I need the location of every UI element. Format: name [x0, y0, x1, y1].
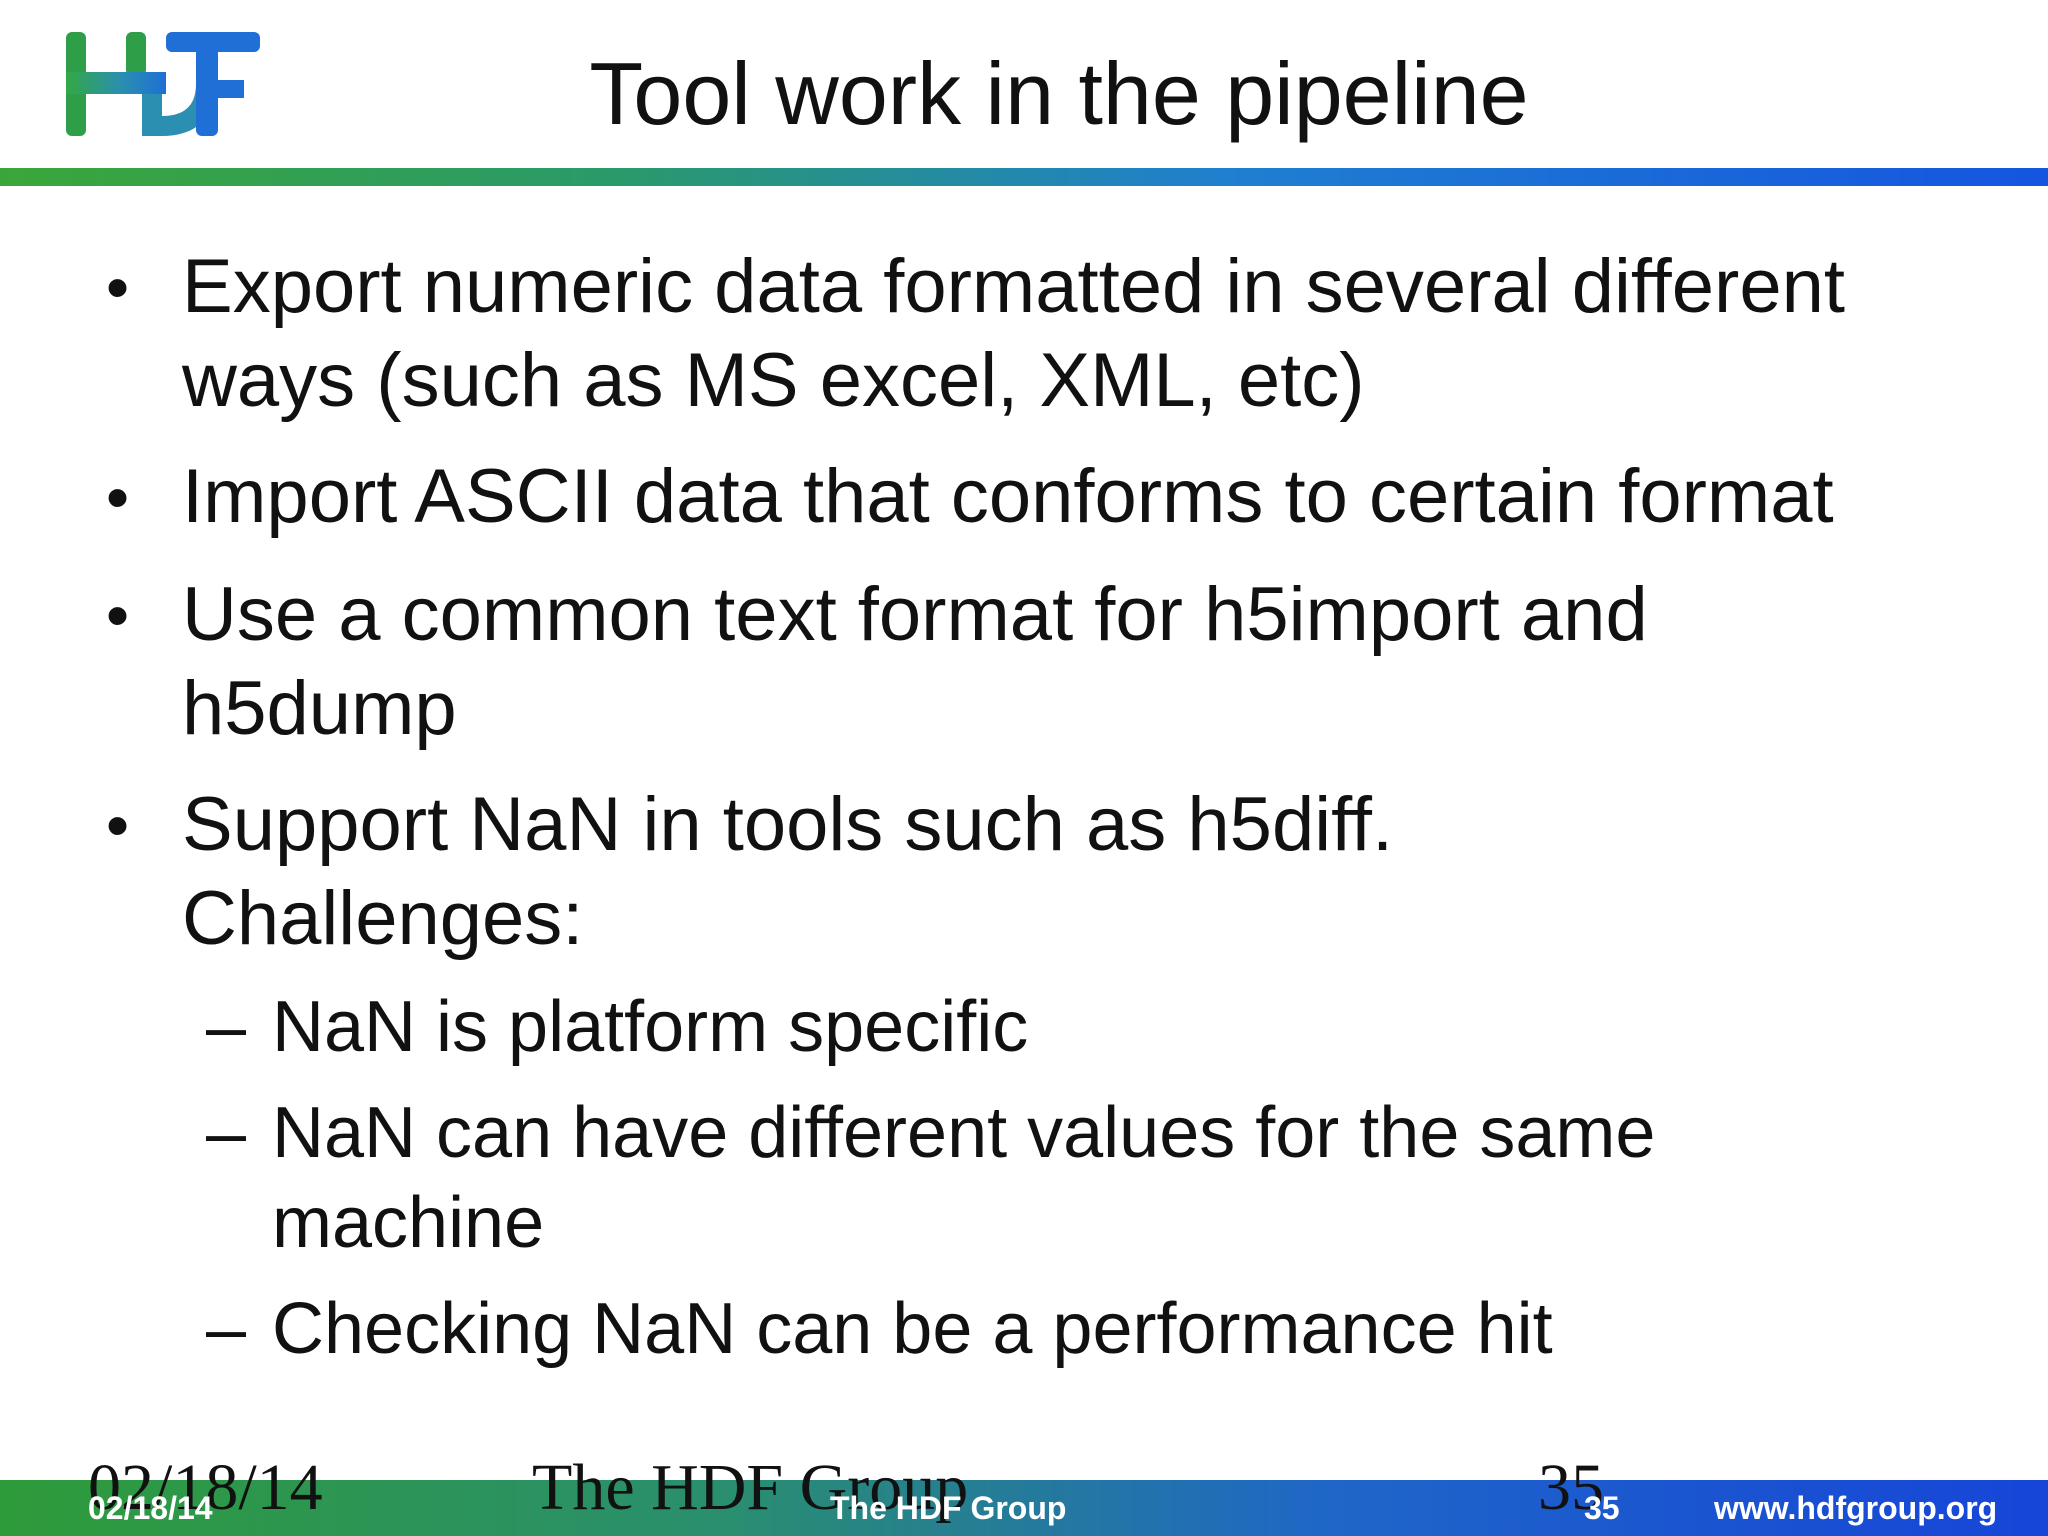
- bullet-item: • Import ASCII data that conforms to cer…: [106, 450, 1982, 544]
- title-divider: [0, 168, 2048, 186]
- sub-bullet-dash: –: [206, 1093, 247, 1173]
- bullet-text: Export numeric data formatted in several…: [182, 244, 1845, 329]
- bullet-text: ways (such as MS excel, XML, etc): [182, 338, 1365, 423]
- sub-bullet-dash: –: [206, 1289, 247, 1369]
- footer-page-number-small: 35: [1584, 1490, 1620, 1526]
- bullet-dot: •: [106, 250, 130, 324]
- footer-page-number: 35: [1538, 1451, 1604, 1524]
- bullet-text: Import ASCII data that conforms to certa…: [182, 454, 1834, 539]
- sub-bullet-text: Checking NaN can be a performance hit: [272, 1289, 1553, 1369]
- bullet-text: Support NaN in tools such as h5diff.: [182, 782, 1394, 867]
- footer-bar: [0, 1480, 2048, 1536]
- bullet-item: • Support NaN in tools such as h5diff. C…: [106, 778, 1982, 966]
- bullet-dot: •: [106, 460, 130, 534]
- sub-bullet-dash: –: [206, 987, 247, 1067]
- bullet-item: • Export numeric data formatted in sever…: [106, 240, 1982, 428]
- bullet-dot: •: [106, 578, 130, 652]
- slide-title: Tool work in the pipeline: [589, 44, 1529, 143]
- bullet-item: • Use a common text format for h5import …: [106, 568, 1982, 756]
- sub-bullet-text: NaN can have different values for the sa…: [272, 1093, 1656, 1173]
- sub-bullet-item: – NaN can have different values for the …: [206, 1088, 1972, 1268]
- footer-date-small: 02/18/14: [88, 1490, 213, 1526]
- bullet-text: h5dump: [182, 666, 457, 751]
- footer-organization: The HDF Group: [532, 1451, 969, 1524]
- sub-bullet-text: NaN is platform specific: [272, 987, 1029, 1067]
- bullet-dot: •: [106, 788, 130, 862]
- footer-website-link[interactable]: www.hdfgroup.org: [1714, 1490, 1998, 1526]
- footer-date: 02/18/14: [88, 1451, 323, 1524]
- hdf-logo-icon: [66, 32, 260, 136]
- bullet-text: Use a common text format for h5import an…: [182, 572, 1648, 657]
- footer-organization-small: The HDF Group: [830, 1490, 1067, 1526]
- sub-bullet-item: – Checking NaN can be a performance hit: [206, 1284, 1972, 1374]
- bullet-text: Challenges:: [182, 876, 584, 961]
- sub-bullet-text: machine: [272, 1183, 545, 1263]
- sub-bullet-item: – NaN is platform specific: [206, 982, 1972, 1072]
